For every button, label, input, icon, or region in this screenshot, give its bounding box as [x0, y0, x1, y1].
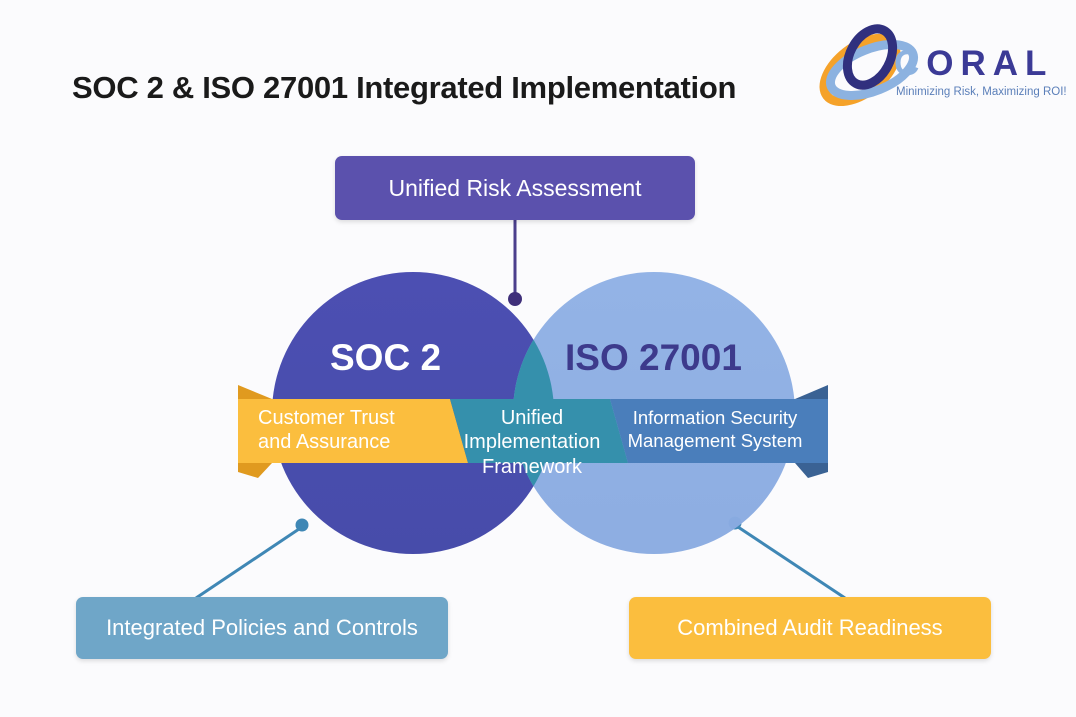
callout-unified-risk-assessment[interactable]: Unified Risk Assessment: [335, 156, 695, 220]
connector-dot-bottom-left: [295, 518, 309, 532]
ribbon-segment-customer-trust: [238, 399, 468, 463]
ribbon-segment-unified: [450, 399, 628, 463]
logo-tagline: Minimizing Risk, Maximizing ROI!: [896, 86, 1067, 98]
connector-dot-top: [508, 292, 522, 306]
venn-label-iso27001: ISO 27001: [565, 337, 742, 378]
ribbon-text-customer-trust: Customer Trust and Assurance: [258, 407, 395, 454]
logo-letters-oral: ORAL: [926, 44, 1054, 83]
coral-logo-mark: [819, 24, 919, 106]
ribbon-text-isms: Information Security Management System: [627, 407, 803, 451]
logo-letter-c: C: [894, 44, 927, 83]
ribbon-fold-left-lower: [238, 463, 272, 478]
ribbon-segment-isms: [610, 399, 828, 463]
logo-wordmark: CORAL: [894, 46, 1053, 81]
callout-integrated-policies-and-controls[interactable]: Integrated Policies and Controls: [76, 597, 448, 659]
ribbon-fold-right-lower: [795, 463, 828, 478]
page-title: SOC 2 & ISO 27001 Integrated Implementat…: [72, 70, 737, 105]
callout-combined-audit-readiness[interactable]: Combined Audit Readiness: [629, 597, 991, 659]
coral-logo: CORAL Minimizing Risk, Maximizing ROI!: [812, 24, 1067, 106]
connector-line-bottom-right: [734, 523, 846, 600]
connector-line-bottom-left: [195, 525, 303, 600]
ribbon-text-unified-framework: Unified Implementation Framework: [463, 407, 601, 478]
venn-label-soc2: SOC 2: [330, 337, 442, 378]
